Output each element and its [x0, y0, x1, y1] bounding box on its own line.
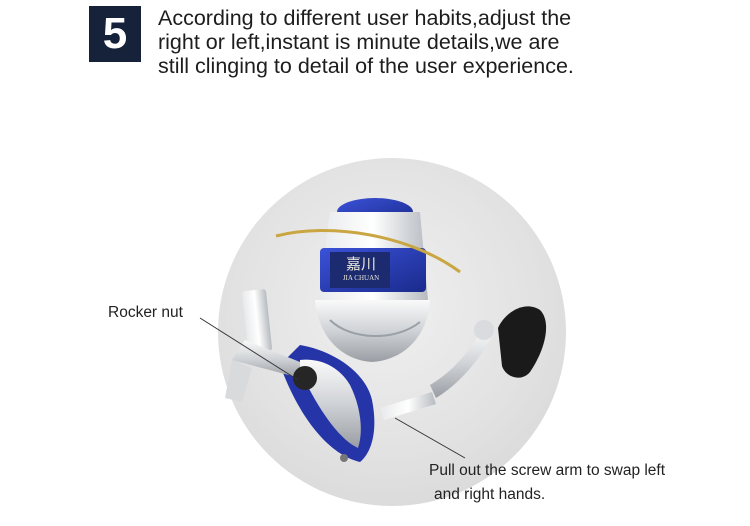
reel-spool — [315, 198, 430, 362]
headline-line-1: According to different user habits,adjus… — [158, 6, 572, 30]
rocker-nut-leader — [199, 317, 299, 381]
brand-logo: 嘉川 JIA CHUAN — [332, 255, 390, 283]
screw-arm-label-line-2: and right hands. — [434, 486, 546, 503]
bail-wire — [275, 229, 461, 274]
rocker-nut — [293, 366, 317, 390]
headline: According to different user habits,adjus… — [158, 6, 628, 78]
left-handle — [225, 289, 317, 402]
right-handle — [380, 306, 547, 420]
brand-logo-chinese: 嘉川 — [345, 255, 376, 273]
screw-arm-leader — [394, 417, 466, 459]
body-screw — [340, 454, 348, 462]
headline-line-2: right or left,instant is minute details,… — [158, 30, 560, 54]
screw-arm-label-line-1: Pull out the screw arm to swap left — [429, 462, 666, 479]
screw-arm-label: Pull out the screw arm to swap left and … — [429, 459, 729, 507]
rocker-nut-label: Rocker nut — [108, 304, 183, 321]
headline-line-3: still clinging to detail of the user exp… — [158, 54, 574, 78]
brand-logo-latin: JIA CHUAN — [342, 274, 380, 282]
step-number-badge: 5 — [89, 6, 141, 62]
